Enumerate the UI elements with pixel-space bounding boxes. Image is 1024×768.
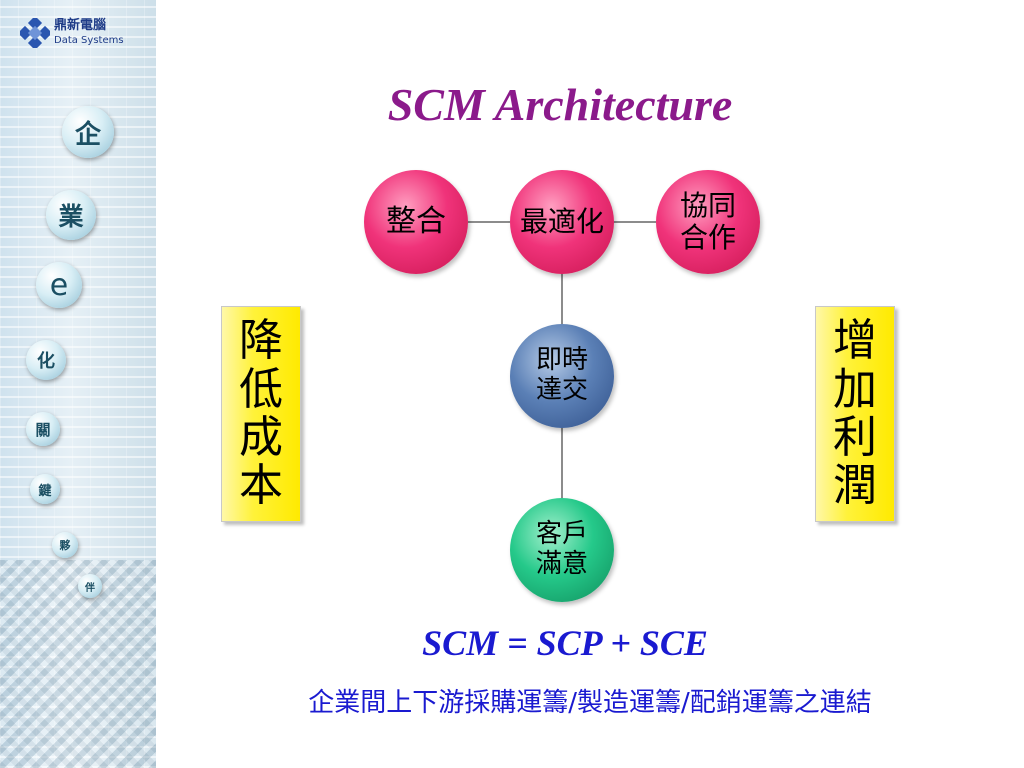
- sidebar-bubble-2: 業: [46, 190, 96, 240]
- sidebar-bubble-6: 鍵: [30, 474, 60, 504]
- sidebar-bubble-8: 伴: [78, 574, 102, 598]
- decorative-sidebar: 鼎新電腦 Data Systems 企 業 e 化 關 鍵 夥 伴: [0, 0, 156, 768]
- box-increase-profit-label: 增加利潤: [833, 315, 877, 512]
- sidebar-bubble-7: 夥: [52, 532, 78, 558]
- company-logo-icon: [20, 18, 50, 48]
- keyboard-image: [0, 560, 156, 768]
- node-customer: 客戶 滿意: [510, 498, 614, 602]
- sidebar-bubble-1: 企: [62, 106, 114, 158]
- box-reduce-cost-label: 降低成本: [239, 315, 283, 512]
- box-increase-profit: 增加利潤: [815, 306, 895, 522]
- node-realtime: 即時 達交: [510, 324, 614, 428]
- node-optimize: 最適化: [510, 170, 614, 274]
- logo-english-name: Data Systems: [54, 35, 124, 46]
- sidebar-bubble-5: 關: [26, 412, 60, 446]
- box-reduce-cost: 降低成本: [221, 306, 301, 522]
- sidebar-bubble-3: e: [36, 262, 82, 308]
- node-integrate: 整合: [364, 170, 468, 274]
- logo-chinese-name: 鼎新電腦: [54, 18, 107, 33]
- company-logo-text: 鼎新電腦 Data Systems: [54, 14, 154, 46]
- scm-description: 企業間上下游採購運籌/製造運籌/配銷運籌之連結: [308, 688, 872, 718]
- page-title: SCM Architecture: [387, 79, 733, 130]
- sidebar-bubble-4: 化: [26, 340, 66, 380]
- scm-formula: SCM = SCP + SCE: [422, 623, 708, 663]
- node-collaborate: 協同 合作: [656, 170, 760, 274]
